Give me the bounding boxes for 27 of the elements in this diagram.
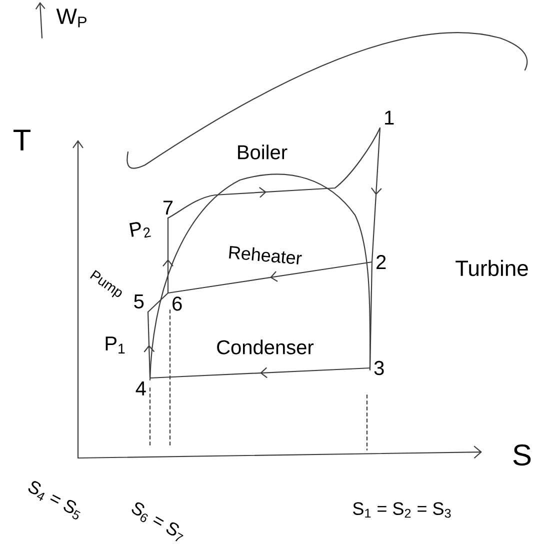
process-line: [147, 292, 169, 313]
state-number: 6: [172, 296, 182, 311]
process-line: [167, 127, 381, 219]
handwritten-label: S$_{6}$ = S$_{7}$: [132, 502, 184, 542]
handwritten-label: Boiler: [238, 144, 288, 160]
axis-label: T: [14, 130, 30, 150]
axis-label: S: [513, 444, 531, 466]
handwritten-label: W$_{P}$: [56, 8, 86, 28]
process-line: [370, 127, 382, 263]
state-number: 4: [136, 382, 146, 396]
process-line: [149, 367, 371, 379]
handwritten-label: Turbine: [456, 260, 528, 276]
state-number: 3: [374, 360, 384, 376]
handwritten-label: S$_{1}$ = S$_{2}$ = S$_{3}$: [353, 502, 451, 518]
process-line: [144, 311, 155, 379]
state-number: 2: [376, 255, 386, 269]
process-line: [167, 261, 373, 294]
handwritten-label: P$_{2}$: [130, 222, 151, 238]
process-line: [162, 217, 174, 294]
process-line: [369, 261, 373, 369]
handwritten-label: P$_{1}$: [106, 336, 125, 354]
state-number: 5: [134, 294, 144, 308]
state-number: 7: [163, 200, 173, 214]
state-number: 1: [385, 110, 394, 124]
handwritten-label: Reheater: [229, 246, 302, 264]
handwritten-label: S$_{4}$ = S$_{5}$: [28, 481, 80, 520]
handwritten-label: Condenser: [217, 340, 314, 354]
